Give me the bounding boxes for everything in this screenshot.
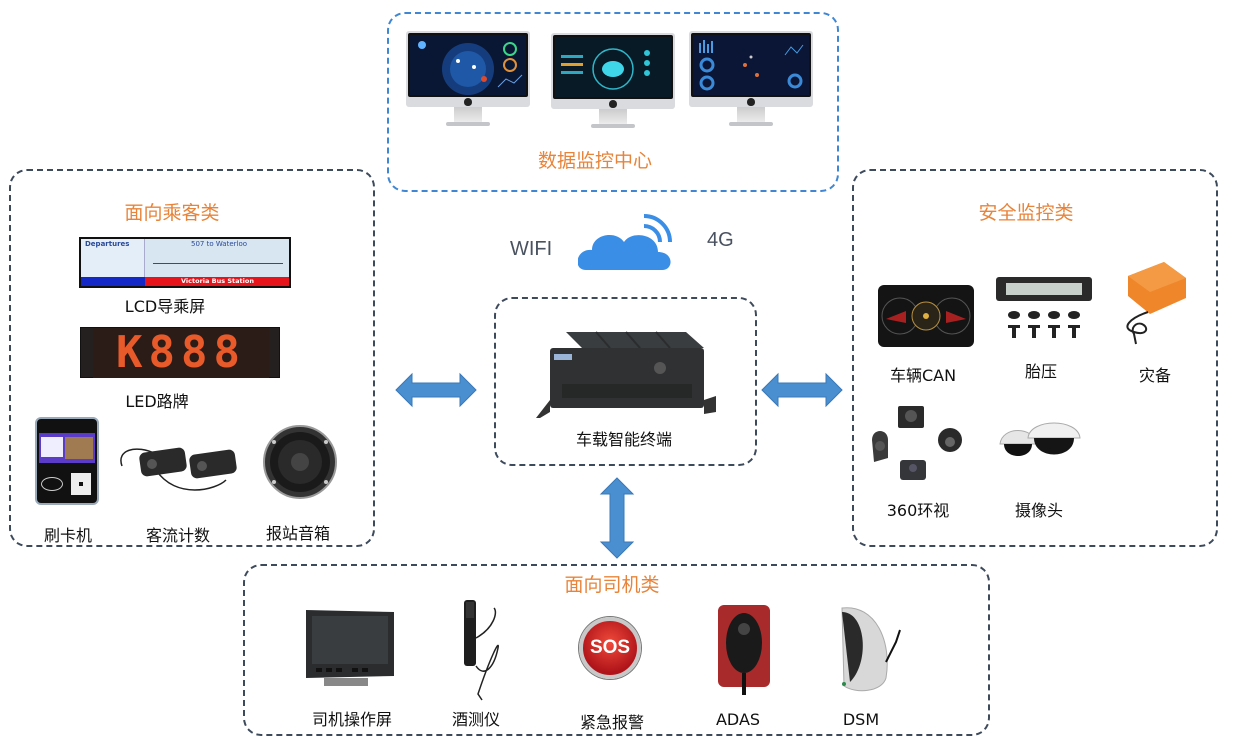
cloud-wireless-icon bbox=[578, 214, 672, 270]
speaker-label: 报站音箱 bbox=[265, 524, 331, 543]
backup-box-label: 灾备 bbox=[1138, 366, 1172, 385]
led-sign-text: K888 bbox=[93, 328, 269, 378]
globe-dashboard-icon bbox=[410, 35, 526, 95]
lcd-screen-label: LCD导乘屏 bbox=[124, 297, 206, 316]
dashboard-gauge-icon bbox=[878, 285, 974, 347]
down-double-arrow-icon bbox=[599, 477, 635, 559]
sos-button-icon: SOS bbox=[579, 617, 641, 679]
lcd-footer-station: Victoria Bus Station bbox=[181, 277, 254, 285]
lcd-header: Departures bbox=[85, 240, 130, 248]
left-double-arrow-icon bbox=[395, 372, 477, 408]
tire-pressure-icon bbox=[996, 277, 1092, 338]
4g-label: 4G bbox=[707, 229, 734, 251]
passenger-counter-label: 客流计数 bbox=[145, 526, 211, 545]
right-double-arrow-icon bbox=[761, 372, 843, 408]
led-sign-icon: K888 bbox=[80, 327, 280, 378]
apple-logo-icon bbox=[609, 100, 617, 108]
cloud-dashboard-icon bbox=[555, 37, 671, 97]
wifi-label: WIFI bbox=[510, 238, 553, 260]
surround-camera-label: 360环视 bbox=[886, 501, 950, 520]
monitoring-center-title: 数据监控中心 bbox=[537, 150, 653, 172]
dome-camera-label: 摄像头 bbox=[1014, 501, 1064, 520]
terminal-label: 车载智能终端 bbox=[575, 430, 673, 449]
apple-logo-icon bbox=[464, 98, 472, 106]
adas-label: ADAS bbox=[715, 710, 761, 729]
dsm-camera-icon bbox=[841, 607, 901, 692]
lcd-screen-icon: Departures 507 to Waterloo Victoria Bus … bbox=[79, 237, 291, 288]
tire-pressure-label: 胎压 bbox=[1024, 362, 1058, 381]
can-label: 车辆CAN bbox=[889, 366, 957, 385]
apple-logo-icon bbox=[747, 98, 755, 106]
speaker-icon bbox=[263, 425, 337, 499]
sos-label: 紧急报警 bbox=[579, 713, 645, 732]
driver-screen-label: 司机操作屏 bbox=[311, 710, 393, 729]
driver-screen-icon bbox=[306, 610, 394, 686]
card-reader-icon bbox=[35, 417, 99, 505]
vehicle-terminal-icon bbox=[536, 331, 716, 418]
dsm-label: DSM bbox=[842, 710, 880, 729]
passenger-group-title: 面向乘客类 bbox=[124, 202, 220, 224]
backup-box-icon bbox=[1126, 262, 1186, 345]
surround-camera-icon bbox=[872, 406, 962, 480]
stats-dashboard-icon bbox=[693, 35, 809, 95]
breathalyzer-icon bbox=[464, 600, 499, 701]
monitor-cloud bbox=[551, 33, 675, 133]
monitor-globe bbox=[406, 31, 530, 131]
card-reader-label: 刷卡机 bbox=[43, 526, 93, 545]
terminal-group bbox=[494, 297, 757, 466]
monitor-stats bbox=[689, 31, 813, 131]
adas-camera-icon bbox=[718, 605, 770, 695]
dome-camera-icon bbox=[999, 422, 1081, 456]
breathalyzer-label: 酒测仪 bbox=[451, 710, 501, 729]
led-sign-label: LED路牌 bbox=[125, 392, 189, 411]
sos-text: SOS bbox=[589, 637, 631, 658]
lcd-route: 507 to Waterloo bbox=[191, 240, 248, 248]
safety-group bbox=[852, 169, 1218, 547]
safety-group-title: 安全监控类 bbox=[978, 202, 1074, 224]
driver-group-title: 面向司机类 bbox=[564, 574, 660, 596]
monitoring-center-group bbox=[387, 12, 839, 192]
passenger-counter-icon bbox=[120, 447, 237, 491]
driver-group bbox=[243, 564, 990, 736]
passenger-group bbox=[9, 169, 375, 547]
